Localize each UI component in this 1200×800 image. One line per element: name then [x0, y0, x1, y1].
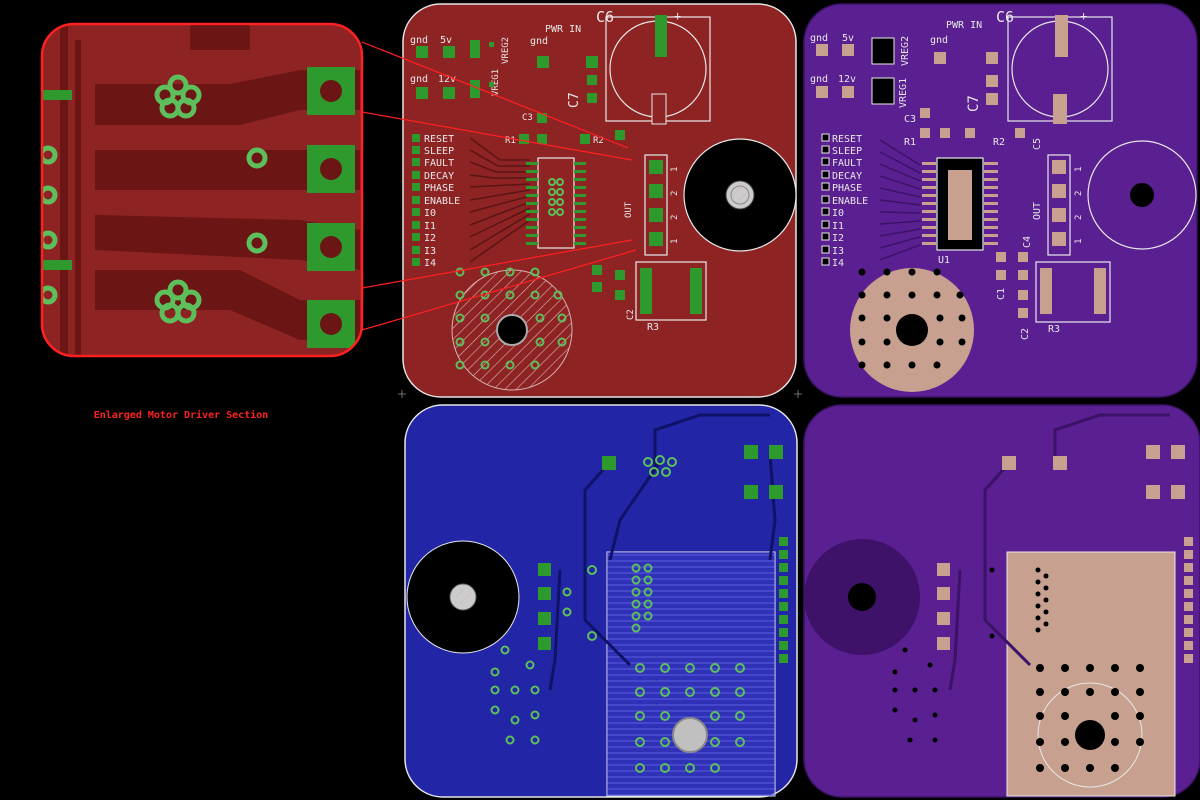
p2-pin-decay: DECAY — [832, 171, 862, 182]
p2-label-vreg1: VREG1 — [898, 78, 909, 108]
p2-pin-phase: PHASE — [832, 183, 862, 194]
label-gnd-3: gnd — [530, 36, 548, 47]
p2-label-gnd-2: gnd — [810, 74, 828, 85]
p2-label-c5: C5 — [1032, 138, 1043, 150]
zoomed-motor-driver-inset — [40, 22, 364, 358]
out-pin-2a: 2 — [670, 191, 680, 196]
label-r2: R2 — [593, 136, 604, 146]
out-pin-1b: 1 — [670, 239, 680, 244]
label-vreg2: VREG2 — [501, 37, 511, 64]
pin-i2: I2 — [424, 233, 436, 244]
bottom-silkscreen-board — [803, 404, 1200, 798]
label-gnd-2: gnd — [410, 74, 428, 85]
p2-label-r2: R2 — [993, 137, 1005, 148]
pin-i4: I4 — [424, 258, 436, 269]
bottom-mount-hole — [672, 717, 708, 753]
p2-label-c3: C3 — [904, 114, 916, 125]
origin-markers — [398, 390, 802, 398]
p2-pin-i1: I1 — [832, 221, 844, 232]
p2-label-u1: U1 — [938, 255, 950, 266]
p2-label-c2: C2 — [1020, 328, 1031, 340]
bottom-motor-outline — [406, 540, 520, 654]
p2-label-5v: 5v — [842, 33, 854, 44]
p2-label-r3: R3 — [1048, 324, 1060, 335]
plus-mark: + — [674, 9, 681, 23]
p2-label-c1: C1 — [996, 288, 1007, 300]
r3-pad-right — [690, 268, 702, 314]
label-c2: C2 — [626, 309, 636, 320]
p2-label-c6: C6 — [996, 8, 1014, 26]
power-header-pads — [416, 46, 598, 99]
p2-label-12v: 12v — [838, 74, 856, 85]
p2-pin-fault: FAULT — [832, 158, 862, 169]
bottom-layer-board — [404, 404, 798, 798]
pin-reset: RESET — [424, 134, 454, 145]
zoom-frame — [40, 22, 364, 358]
pin-i1: I1 — [424, 221, 436, 232]
p2-label-out: OUT — [1032, 202, 1043, 220]
p2-driver-ic — [922, 157, 998, 251]
label-pwr-in: PWR IN — [545, 24, 581, 35]
p2-pin-i2: I2 — [832, 233, 844, 244]
label-r3: R3 — [647, 322, 659, 333]
top-layer-board: gnd 5v gnd 12v gnd PWR IN C6 C7 VREG1 VR… — [402, 3, 797, 398]
pin-decay: DECAY — [424, 171, 454, 182]
label-gnd-1: gnd — [410, 35, 428, 46]
pin-i3: I3 — [424, 246, 436, 257]
zoom-connector-lines — [361, 41, 637, 331]
p2-pin-i0: I0 — [832, 208, 844, 219]
p2-capacitor-c6 — [1007, 15, 1113, 124]
out-header: 1 2 2 1 — [644, 154, 680, 256]
p2-label-gnd-3: gnd — [930, 35, 948, 46]
label-c6: C6 — [596, 8, 614, 26]
p2-mounting-pad — [850, 268, 974, 392]
p2-pin-i4: I4 — [832, 258, 844, 269]
p2-pin-i3: I3 — [832, 246, 844, 257]
zoom-caption: Enlarged Motor Driver Section — [93, 410, 269, 421]
signal-pin-column: RESET SLEEP FAULT DECAY PHASE ENABLE I0 … — [412, 134, 460, 269]
p2-label-c4: C4 — [1022, 236, 1033, 248]
pin-fault: FAULT — [424, 158, 454, 169]
p2-out-pin-1b: 1 — [1074, 239, 1084, 244]
pin-i0: I0 — [424, 208, 436, 219]
bottom-traces — [548, 413, 777, 691]
vibration-motor-outline — [683, 138, 797, 252]
r3-pad-left — [640, 268, 652, 314]
p2-label-vreg2: VREG2 — [900, 36, 911, 66]
capacitor-c6: + — [605, 9, 711, 125]
label-c7: C7 — [567, 92, 582, 108]
out-pin-2b: 2 — [670, 215, 680, 220]
p2-pin-reset: RESET — [832, 134, 862, 145]
label-r1: R1 — [505, 136, 516, 146]
p2-pin-sleep: SLEEP — [832, 146, 862, 157]
top-silkscreen-board: gnd 5v gnd 12v gnd PWR IN C6 C7 VREG1 VR… — [803, 3, 1198, 398]
signal-traces — [469, 137, 531, 263]
p2-out-pin-1a: 1 — [1074, 167, 1084, 172]
label-vreg1: VREG1 — [491, 69, 501, 96]
smd-components — [470, 40, 625, 300]
pin-sleep: SLEEP — [424, 146, 454, 157]
p2-out-pin-2a: 2 — [1074, 191, 1084, 196]
pin-enable: ENABLE — [424, 196, 460, 207]
label-5v: 5v — [440, 35, 452, 46]
p2-label-gnd-1: gnd — [810, 33, 828, 44]
header-labels: gnd 5v gnd 12v gnd PWR IN C6 C7 VREG1 VR… — [410, 8, 659, 333]
p2-label-pwr-in: PWR IN — [946, 20, 982, 31]
label-out: OUT — [624, 201, 634, 218]
p2-pin-enable: ENABLE — [832, 196, 868, 207]
out-pin-1a: 1 — [670, 167, 680, 172]
resistor-r3-outline — [635, 261, 707, 321]
motor-driver-ic — [526, 157, 586, 249]
mounting-pad-hatched — [451, 267, 573, 391]
p2-motor-outline — [1087, 140, 1197, 250]
label-12v: 12v — [438, 74, 456, 85]
p2-label-c7: C7 — [966, 95, 982, 112]
p2-plus-mark: + — [1080, 9, 1087, 23]
p2-label-r1: R1 — [904, 137, 916, 148]
label-c3: C3 — [522, 113, 533, 123]
pin-phase: PHASE — [424, 183, 454, 194]
p2-out-pin-2b: 2 — [1074, 215, 1084, 220]
